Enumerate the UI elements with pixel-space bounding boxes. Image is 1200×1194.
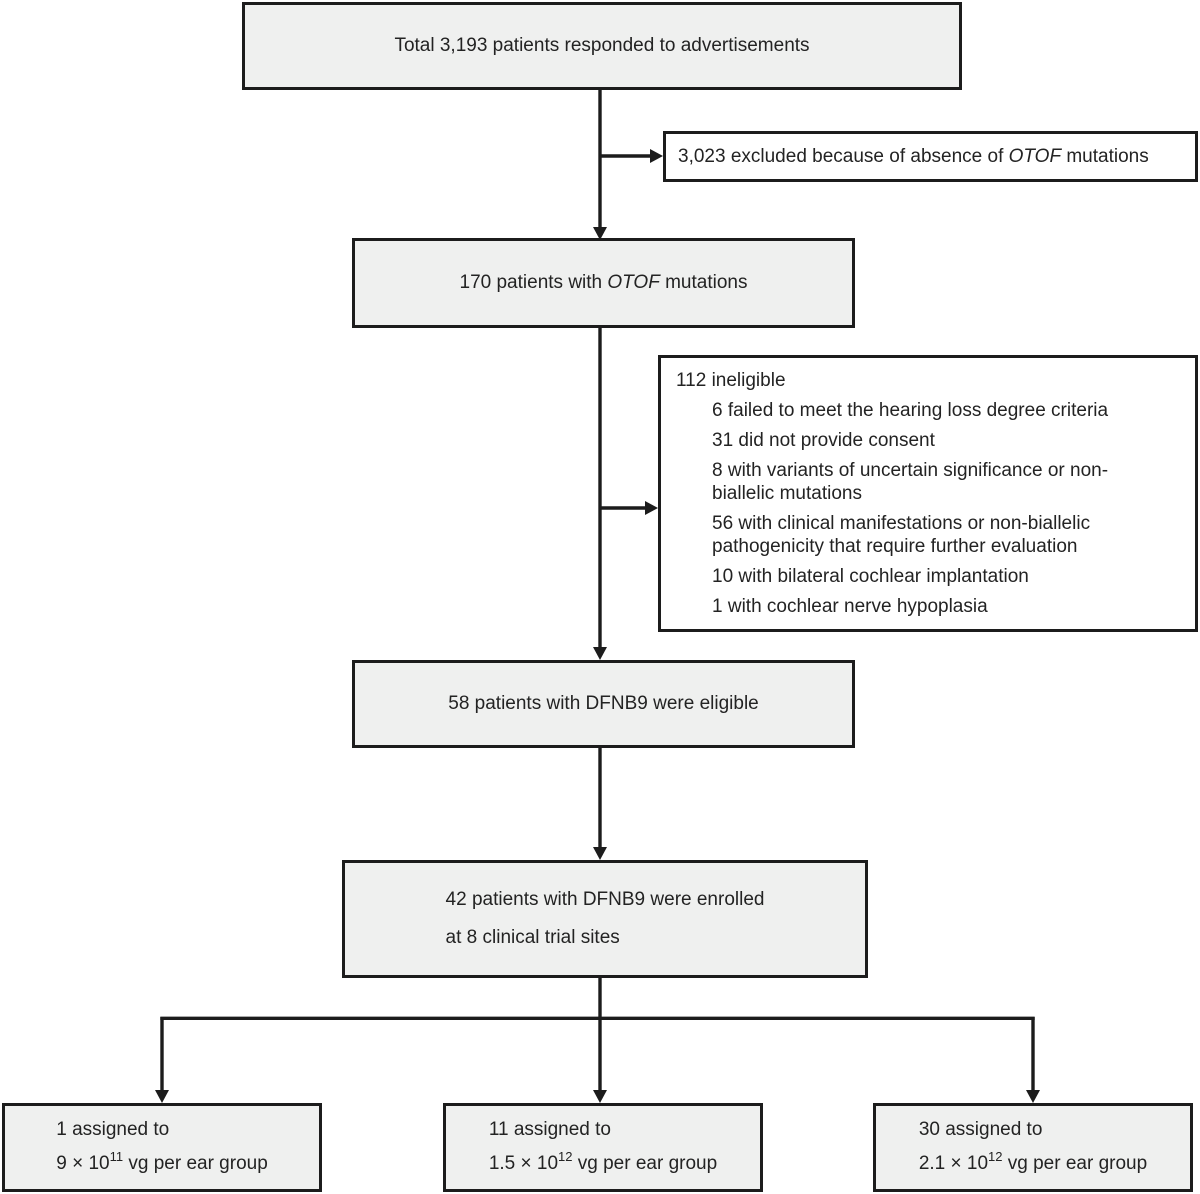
box-dose-group-2: 11 assigned to 1.5 × 1012 vg per ear gro… xyxy=(443,1103,763,1192)
ineligible-item: 1 with cochlear nerve hypoplasia xyxy=(712,596,988,617)
arrow-to-group-1 xyxy=(155,1017,169,1103)
box-otof-mutations: 170 patients with OTOF mutations xyxy=(352,238,855,328)
arrow-responded-to-otof xyxy=(593,90,607,240)
ineligible-item: 56 with clinical manifestations or non-b… xyxy=(712,513,1091,557)
ineligible-item: 8 with variants of uncertain significanc… xyxy=(712,460,1109,504)
box-eligible: 58 patients with DFNB9 were eligible xyxy=(352,660,855,748)
arrow-to-group-3 xyxy=(1026,1017,1040,1103)
arrow-branch-ineligible xyxy=(600,501,658,515)
gene-symbol-otof: OTOF xyxy=(1008,145,1062,167)
box-enrolled: 42 patients with DFNB9 were enrolled at … xyxy=(342,860,868,978)
ineligible-item: 31 did not provide consent xyxy=(712,430,935,451)
group-2-dose: 1.5 × 1012 vg per ear group xyxy=(488,1149,718,1174)
box-dose-group-3: 30 assigned to 2.1 × 1012 vg per ear gro… xyxy=(873,1103,1193,1192)
box-excluded: 3,023 excluded because of absence of OTO… xyxy=(663,131,1198,182)
group-2-assigned: 11 assigned to xyxy=(488,1119,611,1140)
box-total-responded: Total 3,193 patients responded to advert… xyxy=(242,2,962,90)
gene-symbol-otof: OTOF xyxy=(607,272,660,293)
arrow-to-group-2 xyxy=(593,1017,607,1103)
box-otof-mutations-text: 170 patients with OTOF mutations xyxy=(459,272,748,293)
group-3-assigned: 30 assigned to xyxy=(918,1119,1043,1140)
ineligible-heading: 112 ineligible xyxy=(676,370,786,391)
box-ineligible: 112 ineligible 6 failed to meet the hear… xyxy=(658,355,1198,632)
dose-exponent: 12 xyxy=(558,1149,573,1164)
dose-group-1-text: 1 assigned to 9 × 1011 vg per ear group xyxy=(56,1113,268,1182)
group-3-dose: 2.1 × 1012 vg per ear group xyxy=(918,1149,1148,1174)
enrolled-line-1: 42 patients with DFNB9 were enrolled xyxy=(445,889,765,910)
group-1-assigned: 1 assigned to xyxy=(56,1119,170,1140)
box-excluded-text: 3,023 excluded because of absence of OTO… xyxy=(678,145,1149,167)
box-enrolled-text: 42 patients with DFNB9 were enrolled at … xyxy=(446,881,765,957)
ineligible-item: 6 failed to meet the hearing loss degree… xyxy=(712,400,1109,421)
arrow-eligible-to-enrolled xyxy=(593,748,607,860)
dose-group-3-text: 30 assigned to 2.1 × 1012 vg per ear gro… xyxy=(919,1113,1147,1182)
box-eligible-text: 58 patients with DFNB9 were eligible xyxy=(448,693,759,714)
ineligible-item: 10 with bilateral cochlear implantation xyxy=(712,566,1029,587)
dose-exponent: 12 xyxy=(988,1149,1003,1164)
group-1-dose: 9 × 1011 vg per ear group xyxy=(56,1149,268,1174)
enrolled-line-2: at 8 clinical trial sites xyxy=(445,927,620,948)
connector-enrolled-split xyxy=(160,978,1035,1020)
box-total-responded-text: Total 3,193 patients responded to advert… xyxy=(394,35,810,56)
dose-group-2-text: 11 assigned to 1.5 × 1012 vg per ear gro… xyxy=(489,1113,717,1182)
dose-exponent: 11 xyxy=(109,1149,124,1164)
arrow-otof-to-eligible xyxy=(593,328,607,660)
box-dose-group-1: 1 assigned to 9 × 1011 vg per ear group xyxy=(2,1103,322,1192)
arrow-branch-excluded xyxy=(600,149,663,163)
